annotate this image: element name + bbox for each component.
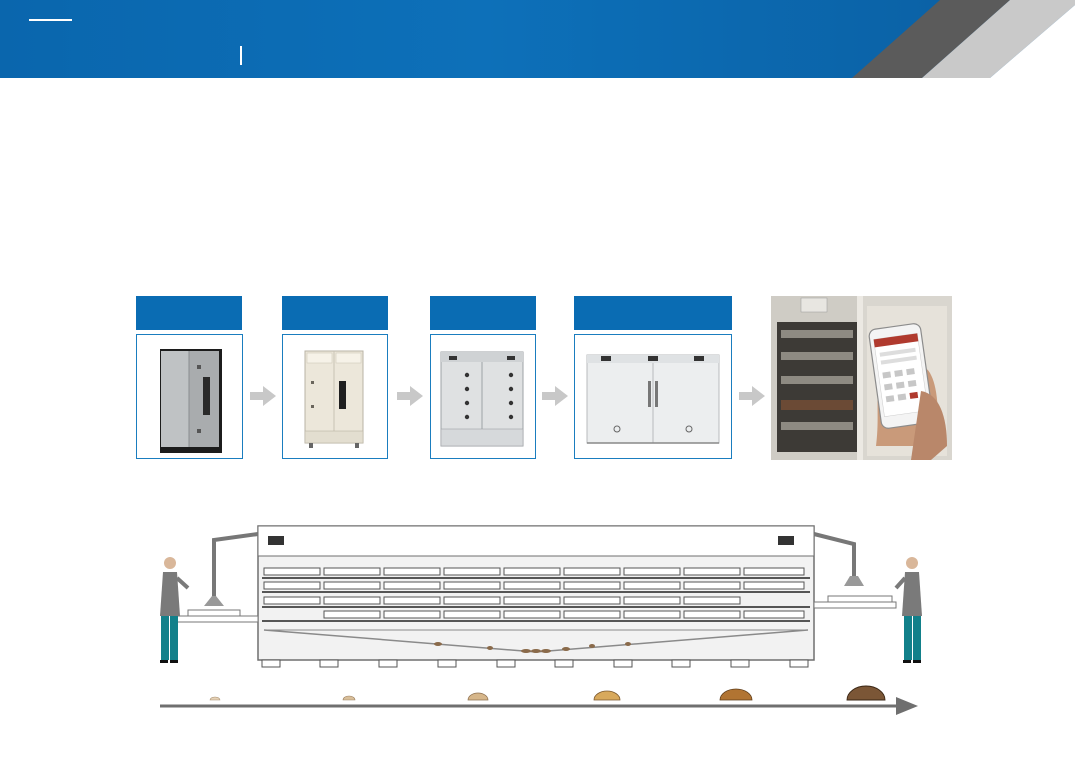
step-4-label	[574, 296, 732, 330]
step-1-label	[136, 296, 242, 330]
step-4-box	[574, 334, 732, 459]
step-1-box	[136, 334, 243, 459]
worker-left-icon	[160, 557, 190, 663]
arrow-right-icon	[542, 386, 568, 406]
header-banner	[0, 0, 1075, 78]
header-divider	[240, 46, 242, 65]
arrow-right-icon	[250, 386, 276, 406]
arrow-right-icon	[739, 386, 765, 406]
control-panel-right-icon	[778, 536, 794, 545]
header-stripe-dark	[852, 0, 1010, 78]
arrow-right-icon	[397, 386, 423, 406]
header-accent-line	[29, 19, 72, 21]
tunnel-rearing-diagram	[160, 525, 922, 715]
phone-app-control-photo	[771, 296, 952, 460]
worker-right-icon	[894, 557, 922, 663]
cabinet-dark-image	[160, 349, 222, 453]
tray-rows	[263, 567, 805, 619]
cabinet-wide-image	[586, 354, 720, 444]
step-3-label	[430, 296, 536, 330]
larva-growth-stages	[209, 685, 886, 701]
control-panel-left-icon	[268, 536, 284, 545]
cabinet-double-image	[440, 351, 524, 447]
tunnel-feet	[261, 659, 809, 668]
step-2-label	[282, 296, 388, 330]
cabinet-cream-image	[304, 350, 364, 448]
larvae-pile	[434, 642, 631, 653]
step-3-box	[430, 334, 536, 459]
step-2-box	[282, 334, 388, 459]
